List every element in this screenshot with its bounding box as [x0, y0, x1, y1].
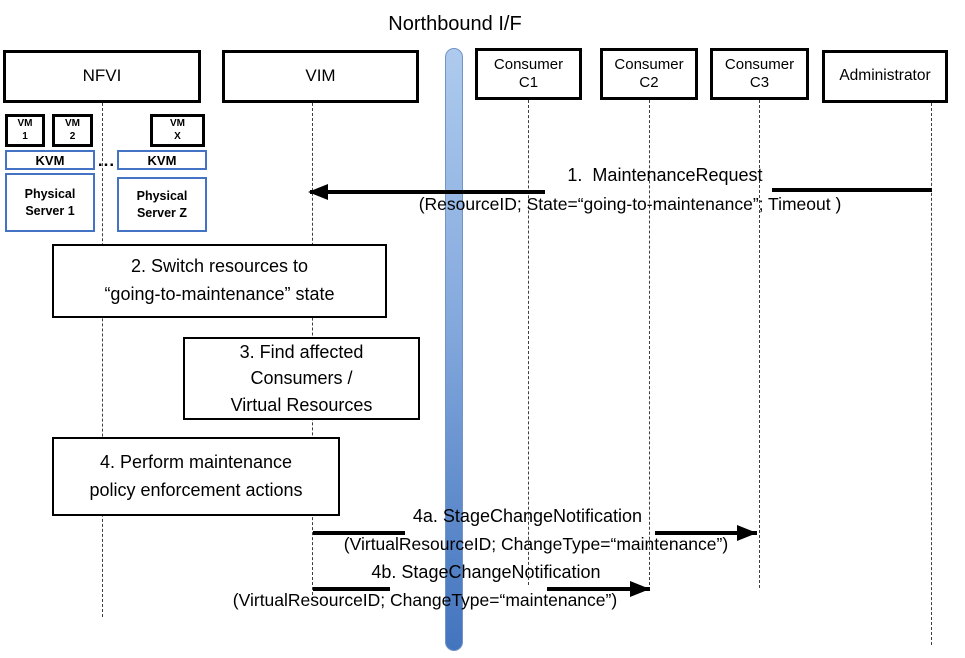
message-4b-arrowhead-right-icon: [630, 581, 650, 597]
diagram-title: Northbound I/F: [388, 12, 522, 35]
actor-box-vim: VIM: [222, 50, 419, 103]
step-label-2: 2. Switch resources to “going-to-mainten…: [104, 256, 335, 304]
actor-label-consumer-c2: Consumer C2: [614, 56, 684, 91]
kvm-box-left: KVM: [5, 150, 95, 170]
message-4b-title: 4b. StageChangeNotification: [371, 562, 601, 582]
message-1-line-right: [772, 188, 932, 192]
actor-label-consumer-c1: Consumer C1: [493, 56, 564, 91]
lifeline-administrator: [931, 103, 932, 645]
physical-server-label-z: Physical Server Z: [136, 189, 188, 220]
step-box-2: 2. Switch resources to “going-to-mainten…: [52, 244, 387, 318]
actor-box-consumer-c1: Consumer C1: [475, 48, 582, 100]
message-4a-line-left: [313, 531, 405, 535]
northbound-interface-bar: [445, 48, 463, 651]
message-1-line-left: [310, 190, 545, 194]
vm-box-1: VM 1: [5, 114, 45, 147]
actor-label-nfvi: NFVI: [82, 66, 122, 86]
actor-box-consumer-c2: Consumer C2: [600, 48, 698, 100]
lifeline-consumer-c2: [649, 100, 650, 590]
kvm-box-right: KVM: [117, 150, 207, 170]
actor-box-nfvi: NFVI: [3, 50, 201, 103]
step-label-4: 4. Perform maintenance policy enforcemen…: [89, 451, 303, 500]
actor-box-consumer-c3: Consumer C3: [710, 48, 809, 100]
vm-box-x: VM X: [150, 114, 205, 147]
message-4b-params: (VirtualResourceID; ChangeType=“maintena…: [232, 590, 618, 610]
actor-box-administrator: Administrator: [822, 50, 948, 103]
physical-server-label-1: Physical Server 1: [24, 187, 76, 218]
step-box-3: 3. Find affected Consumers / Virtual Res…: [183, 337, 420, 420]
lifeline-nfvi: [102, 103, 103, 617]
actor-label-vim: VIM: [305, 66, 336, 86]
message-4a-title: 4a. StageChangeNotification: [412, 506, 643, 526]
message-4b-line-left: [313, 587, 390, 591]
step-label-3: 3. Find affected Consumers / Virtual Res…: [230, 342, 373, 415]
kvm-label-right: KVM: [147, 152, 177, 168]
message-1-arrowhead-left-icon: [308, 184, 328, 200]
step-box-4: 4. Perform maintenance policy enforcemen…: [52, 437, 340, 516]
vm-box-2: VM 2: [52, 114, 93, 147]
lifeline-consumer-c3: [759, 100, 760, 588]
ellipsis-label: ...: [97, 151, 116, 170]
kvm-label-left: KVM: [35, 152, 65, 168]
physical-server-box-1: Physical Server 1: [5, 173, 95, 232]
message-4a-params: (VirtualResourceID; ChangeType=“maintena…: [343, 534, 729, 554]
message-1-params: (ResourceID; State=“going-to-maintenance…: [418, 194, 842, 214]
physical-server-box-z: Physical Server Z: [117, 177, 207, 232]
vm-label-x: VM X: [170, 118, 185, 142]
message-1-title: 1. MaintenanceRequest: [567, 165, 763, 185]
message-4b-line-right: [547, 587, 650, 591]
lifeline-consumer-c1: [528, 100, 529, 585]
vm-label-2: VM 2: [65, 118, 80, 142]
message-4a-line-right: [655, 531, 757, 535]
actor-label-administrator: Administrator: [839, 67, 931, 85]
vm-label-1: VM 1: [17, 118, 33, 142]
actor-label-consumer-c3: Consumer C3: [724, 56, 795, 91]
message-4a-arrowhead-right-icon: [737, 525, 757, 541]
